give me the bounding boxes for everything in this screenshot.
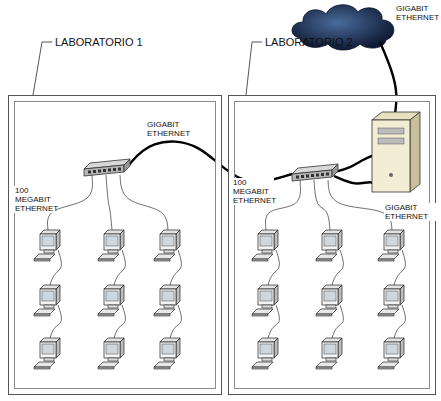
computer	[98, 230, 124, 261]
computer	[252, 230, 278, 261]
computer	[154, 285, 180, 316]
computer	[378, 338, 404, 369]
link-label: GIGABIT ETHERNET	[384, 203, 436, 221]
leader-line	[33, 42, 52, 95]
computer	[252, 338, 278, 369]
computer	[98, 338, 124, 369]
computer	[34, 230, 60, 261]
leader-line	[246, 42, 262, 95]
link-label: 100 MEGABIT ETHERNET	[14, 186, 56, 213]
link-label: GIGABIT ETHERNET	[146, 120, 198, 138]
computer	[34, 285, 60, 316]
computer	[316, 338, 342, 369]
lab-heading: LABORATORIO 2	[265, 36, 353, 48]
network-switch	[84, 159, 130, 176]
computer	[154, 230, 180, 261]
computer	[378, 285, 404, 316]
computer	[154, 338, 180, 369]
fast-ethernet-wire	[314, 180, 330, 230]
computer	[378, 230, 404, 261]
fast-ethernet-wire	[106, 175, 112, 230]
fast-ethernet-wire	[328, 180, 392, 230]
gigabit-cable	[334, 155, 374, 172]
gigabit-cable	[128, 141, 292, 181]
link-label: 100 MEGABIT ETHERNET	[232, 178, 274, 205]
computer	[252, 285, 278, 316]
fast-ethernet-wire	[120, 175, 168, 230]
network-switch	[292, 164, 338, 181]
lab-room: LABORATORIO 2	[228, 95, 436, 395]
lab-heading: LABORATORIO 1	[55, 36, 143, 48]
computer	[316, 285, 342, 316]
gigabit-cable	[380, 42, 396, 120]
computer	[316, 230, 342, 261]
server	[372, 112, 420, 192]
lab-room: LABORATORIO 1	[8, 95, 222, 395]
computer	[34, 338, 60, 369]
link-label: GIGABIT ETHERNET	[395, 4, 439, 22]
computer	[98, 285, 124, 316]
